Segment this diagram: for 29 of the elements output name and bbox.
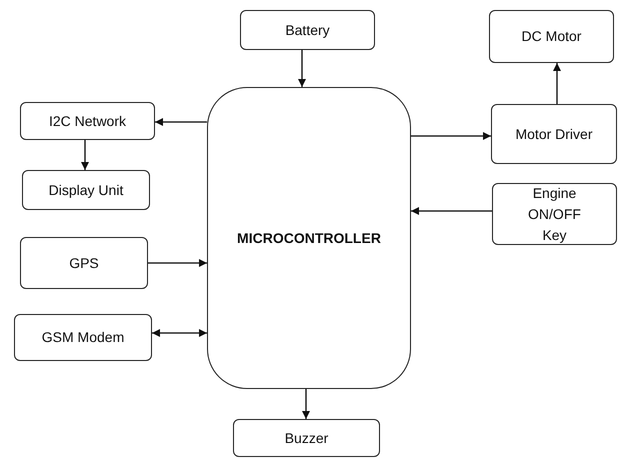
block-label: Motor Driver (515, 124, 592, 144)
arrow (152, 329, 207, 337)
arrow (302, 389, 310, 419)
arrow (148, 259, 207, 267)
block-label: MICROCONTROLLER (237, 228, 381, 248)
block-box (492, 183, 617, 245)
block-label: Battery (285, 20, 330, 40)
block-label: GSM Modem (42, 328, 124, 347)
block-label: DC Motor (522, 27, 582, 46)
block-label: Display Unit (48, 180, 124, 200)
arrow (298, 50, 306, 87)
block-label: Engine ON/OFF Key (527, 184, 582, 245)
arrow (411, 132, 491, 140)
block-box (22, 170, 150, 210)
arrow (81, 140, 89, 170)
arrow (155, 118, 207, 126)
block-box (233, 419, 380, 457)
arrow (553, 63, 561, 104)
block-box (20, 102, 155, 140)
block-box (240, 10, 375, 50)
microcontroller-block (207, 87, 411, 389)
block-label: Buzzer (284, 428, 328, 448)
block-label: I2C Network (48, 112, 126, 130)
block-label: GPS (69, 254, 99, 272)
block-box (489, 10, 614, 63)
block-box (14, 314, 152, 361)
arrow (411, 207, 492, 215)
block-box (20, 237, 148, 289)
block-box (491, 104, 617, 164)
